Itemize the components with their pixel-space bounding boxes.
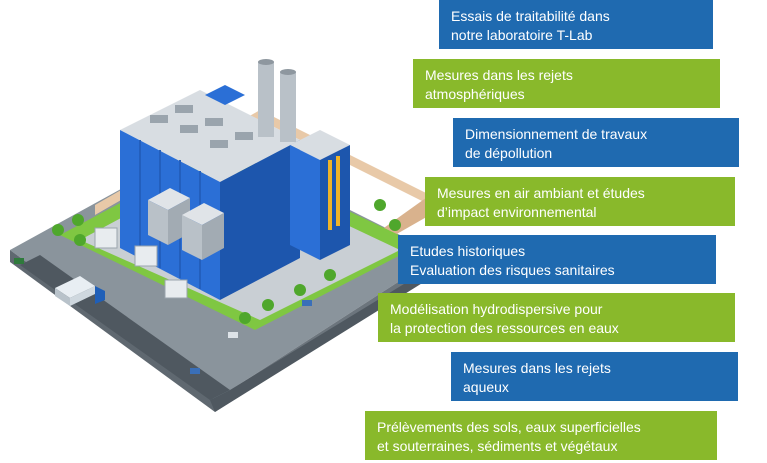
perimeter-wall — [95, 110, 430, 215]
transformers — [94, 227, 188, 299]
side-tower — [290, 130, 350, 260]
service-box-treatability: Essais de traitabilité dans notre labora… — [439, 0, 713, 49]
chimneys — [258, 59, 296, 142]
service-box-remediation-design: Dimensionnement de travaux de dépollutio… — [453, 118, 739, 167]
service-box-sampling: Prélèvements des sols, eaux superficiell… — [365, 411, 717, 460]
car — [14, 258, 24, 264]
truck — [55, 276, 105, 306]
cooling-units — [148, 188, 224, 260]
service-box-atmospheric-emissions: Mesures dans les rejets atmosphériques — [413, 59, 720, 108]
car — [190, 368, 200, 374]
car — [302, 300, 312, 306]
service-box-hydrodispersive-modelling: Modélisation hydrodispersive pour la pro… — [378, 293, 735, 342]
service-box-historical-studies: Etudes historiques Evaluation des risque… — [398, 235, 716, 284]
service-box-ambient-air-impact: Mesures en air ambiant et études d’impac… — [425, 177, 735, 226]
service-box-aqueous-emissions: Mesures dans les rejets aqueux — [451, 352, 738, 401]
trees — [52, 199, 401, 324]
car — [228, 332, 238, 338]
